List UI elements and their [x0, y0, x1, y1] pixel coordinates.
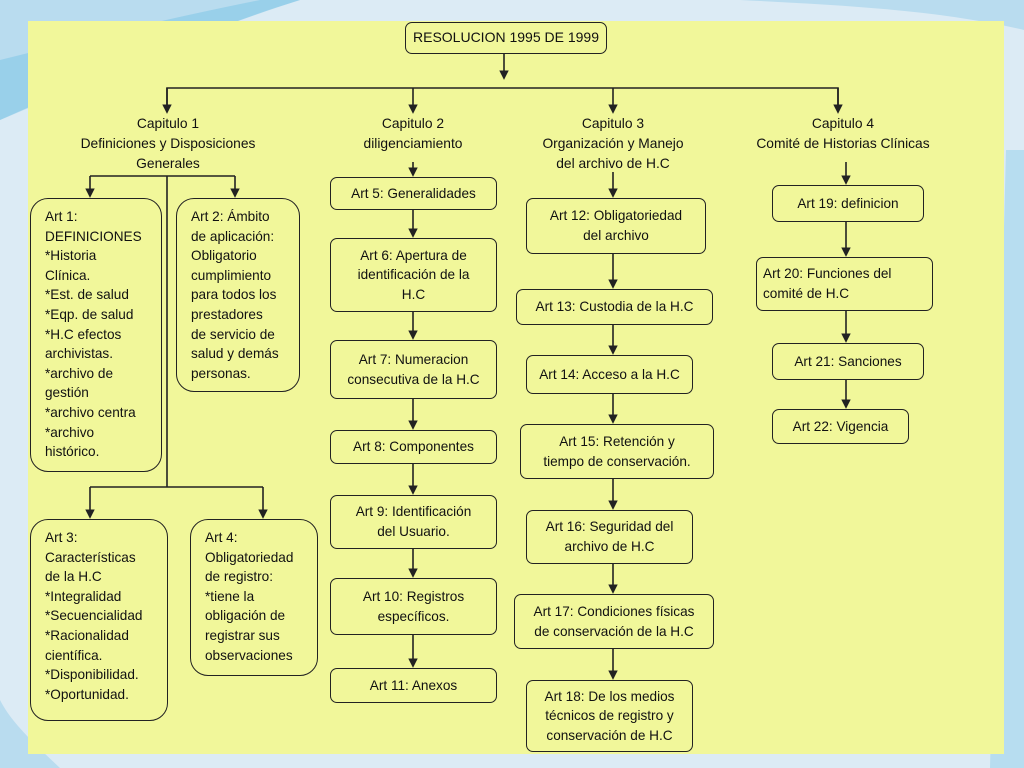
root-title-box: RESOLUCION 1995 DE 1999	[405, 22, 607, 54]
chapter-4-heading: Capitulo 4 Comité de Historias Clínicas	[756, 116, 930, 151]
article-10-box: Art 10: Registros específicos.	[330, 578, 497, 635]
article-4-box: Art 4: Obligatoriedad de registro: *tien…	[190, 519, 318, 676]
article-16-box: Art 16: Seguridad del archivo de H.C	[526, 510, 693, 564]
article-12-box: Art 12: Obligatoriedad del archivo	[526, 198, 706, 254]
article-7-box: Art 7: Numeracion consecutiva de la H.C	[330, 340, 497, 399]
article-17-box: Art 17: Condiciones físicas de conservac…	[514, 594, 714, 649]
article-2-box: Art 2: Ámbito de aplicación: Obligatorio…	[176, 198, 300, 392]
article-11-box: Art 11: Anexos	[330, 668, 497, 703]
article-6-box: Art 6: Apertura de identificación de la …	[330, 238, 497, 312]
article-1-box: Art 1: DEFINICIONES *Historia Clínica. *…	[30, 198, 162, 472]
article-3-box: Art 3: Características de la H.C *Integr…	[30, 519, 168, 721]
article-9-box: Art 9: Identificación del Usuario.	[330, 495, 497, 549]
article-5-box: Art 5: Generalidades	[330, 177, 497, 210]
article-21-box: Art 21: Sanciones	[772, 343, 924, 380]
article-22-box: Art 22: Vigencia	[772, 409, 909, 444]
article-20-box: Art 20: Funciones del comité de H.C	[756, 257, 933, 311]
article-19-box: Art 19: definicion	[772, 185, 924, 222]
chapter-1-heading: Capitulo 1 Definiciones y Disposiciones …	[80, 116, 256, 171]
article-18-box: Art 18: De los medios técnicos de regist…	[526, 680, 693, 752]
article-8-box: Art 8: Componentes	[330, 430, 497, 464]
article-13-box: Art 13: Custodia de la H.C	[516, 289, 713, 325]
chapter-2-heading: Capitulo 2 diligenciamiento	[363, 116, 463, 151]
article-14-box: Art 14: Acceso a la H.C	[526, 355, 693, 394]
article-15-box: Art 15: Retención y tiempo de conservaci…	[520, 424, 714, 479]
chapter-3-heading: Capitulo 3 Organización y Manejo del arc…	[542, 116, 684, 171]
